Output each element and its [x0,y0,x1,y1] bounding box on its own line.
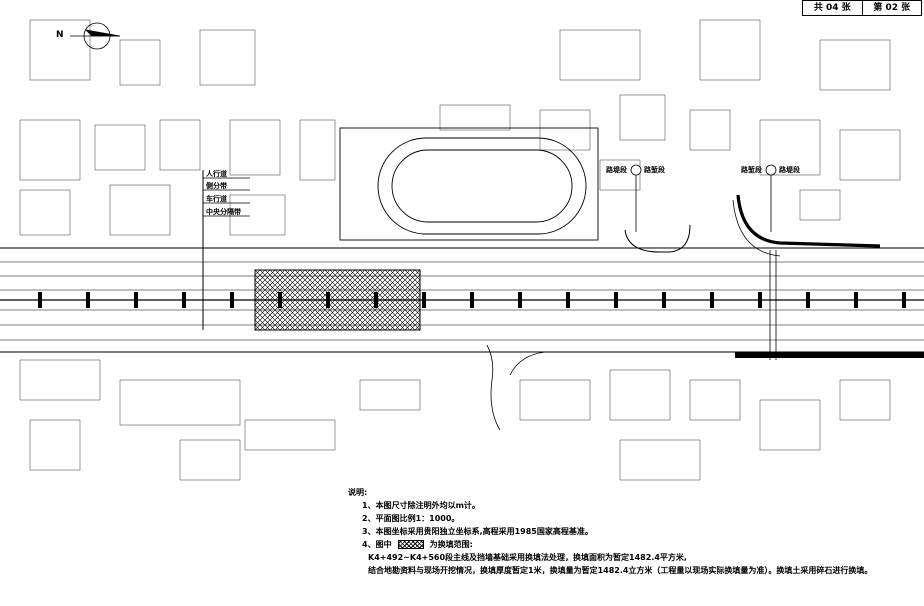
note-line-5: K4+492~K4+560段主线及挡墙基础采用换填法处理，换填面积为暂定1482… [368,553,687,562]
running-track [339,127,599,241]
chainage-tick [614,292,618,308]
road-lines [0,247,924,353]
hatch-legend-swatch [397,540,424,549]
chainage-tick [182,292,186,308]
chainage-tick [518,292,522,308]
total-sheets: 共 04 张 [813,3,851,13]
buildings-top [19,19,901,236]
sheet-number: 第 02 张 [861,1,922,15]
segment-label-right-b: 路堤段 [779,166,800,174]
north-label: N [56,30,64,40]
notes-heading: 说明: [348,488,368,497]
segment-label-left-a: 路堤段 [606,166,627,174]
drawing-notes: 说明: 1、本图尺寸除注明外均以m计。 2、平面图比例1：1000。 3、本图坐… [348,486,872,577]
chainage-tick [134,292,138,308]
label-side-divider: 侧分带 [206,182,227,190]
title-block: 共 04 张 第 02 张 [802,0,922,16]
chainage-tick [806,292,810,308]
buildings-bottom [19,359,891,481]
label-central-divider: 中央分隔带 [206,208,241,216]
boundary-lines [769,250,777,360]
note-item-3: 3、本图坐标采用贵阳独立坐标系,高程采用1985国家高程基准。 [362,527,593,536]
note-item-4-prefix: 4、图中 [362,540,392,549]
note-item-1: 1、本图尺寸除注明外均以m计。 [362,501,480,510]
chainage-tick [710,292,714,308]
chainage-tick [854,292,858,308]
north-arrow [70,22,121,50]
cross-section-ticks [203,177,250,217]
chainage-tick [86,292,90,308]
note-line-6: 结合地勘资料与现场开挖情况，换填厚度暂定1米，换填量为暂定1482.4立方米（工… [368,566,873,575]
note-item-4-suffix: 为换填范围: [429,540,473,549]
chainage-tick [38,292,42,308]
chainage-tick [470,292,474,308]
ramp-curves [486,194,881,431]
label-sidewalk: 人行道 [206,170,227,178]
replacement-fill-area [254,269,421,331]
chainage-tick [758,292,762,308]
segment-label-left-b: 路堑段 [644,166,665,174]
chainage-tick [566,292,570,308]
chainage-tick [422,292,426,308]
chainage-tick [662,292,666,308]
note-item-2: 2、平面图比例1：1000。 [362,514,460,523]
retaining-wall-band [735,352,924,358]
note-item-4: 4、图中 为换填范围: [348,538,872,551]
segment-label-right-a: 路堑段 [741,166,762,174]
chainage-tick [230,292,234,308]
label-carriageway: 车行道 [206,195,227,203]
section-markers [630,164,777,232]
chainage-tick [902,292,906,308]
